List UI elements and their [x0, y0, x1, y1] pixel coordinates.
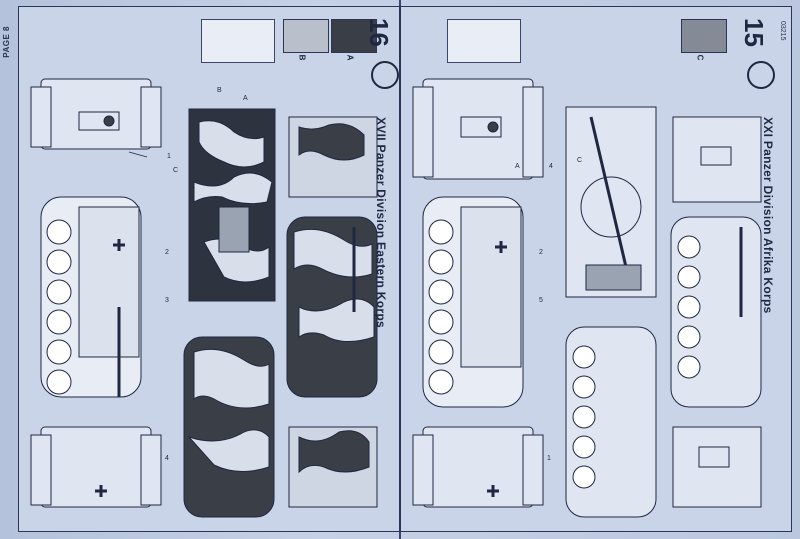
step-16-panel: B A 16 XVII Panzer Division Eastern Korp…: [18, 6, 400, 532]
kit-code: 03215: [779, 21, 786, 41]
tank-side-view-left: [422, 196, 524, 408]
callout-2: 2: [539, 249, 543, 256]
callout-5: 5: [539, 297, 543, 304]
callout-3: 3: [165, 297, 169, 304]
tank-side-view-right: [670, 216, 762, 408]
tank-rear-view-right: [672, 426, 762, 508]
tank-front-view-top: [412, 78, 544, 180]
tank-side-view-camo-right: [286, 216, 378, 398]
swatch-label-c: C: [695, 54, 705, 61]
tank-top-view-camo: [188, 108, 276, 302]
step-16-drawings: [30, 78, 378, 518]
tank-rear-view-bottom: [30, 426, 162, 508]
step-15-drawings: [412, 78, 762, 518]
callout-a: A: [515, 163, 520, 170]
callout-1: 1: [167, 153, 171, 160]
page-label: PAGE 8: [2, 26, 11, 58]
tank-rear-view-bottom: [412, 426, 544, 508]
callout-b: B: [217, 87, 222, 94]
decal-sheet-preview: [201, 19, 275, 63]
tank-front-view-camo: [288, 116, 378, 198]
cross-emblem-icon: [747, 61, 775, 89]
callout-2: 2: [165, 249, 169, 256]
callout-c: C: [577, 157, 583, 164]
step-15-title: XXI Panzer Division Afrika Korps: [761, 117, 775, 314]
decal-sheet-preview: [447, 19, 521, 63]
callout-c: C: [173, 167, 179, 174]
callout-a: A: [243, 95, 248, 102]
swatch-label-a: A: [345, 54, 355, 61]
step-16-title: XVII Panzer Division Eastern Korps: [374, 117, 388, 328]
tank-front-view-right: [672, 116, 762, 203]
tank-side-view-camo-bottom: [183, 336, 275, 518]
paint-swatch-a: [331, 19, 377, 53]
swatch-label-b: B: [297, 54, 307, 61]
cross-emblem-icon: [371, 61, 399, 89]
tank-side-view-left: [40, 196, 142, 398]
tank-rear-view-camo: [288, 426, 378, 508]
paint-swatch-b: [283, 19, 329, 53]
callout-4: 4: [165, 455, 169, 462]
paint-swatch-c: [681, 19, 727, 53]
step-number-15: 15: [738, 18, 769, 47]
tank-top-view: [565, 106, 657, 298]
step-15-panel: C 15 03215 XXI Panzer Division Afrika Ko…: [400, 6, 792, 532]
callout-4: 4: [549, 163, 553, 170]
callout-1: 1: [547, 455, 551, 462]
tank-side-view-bottom: [565, 326, 657, 518]
tank-front-view-top: [30, 78, 162, 158]
step-number-16: 16: [363, 18, 394, 47]
